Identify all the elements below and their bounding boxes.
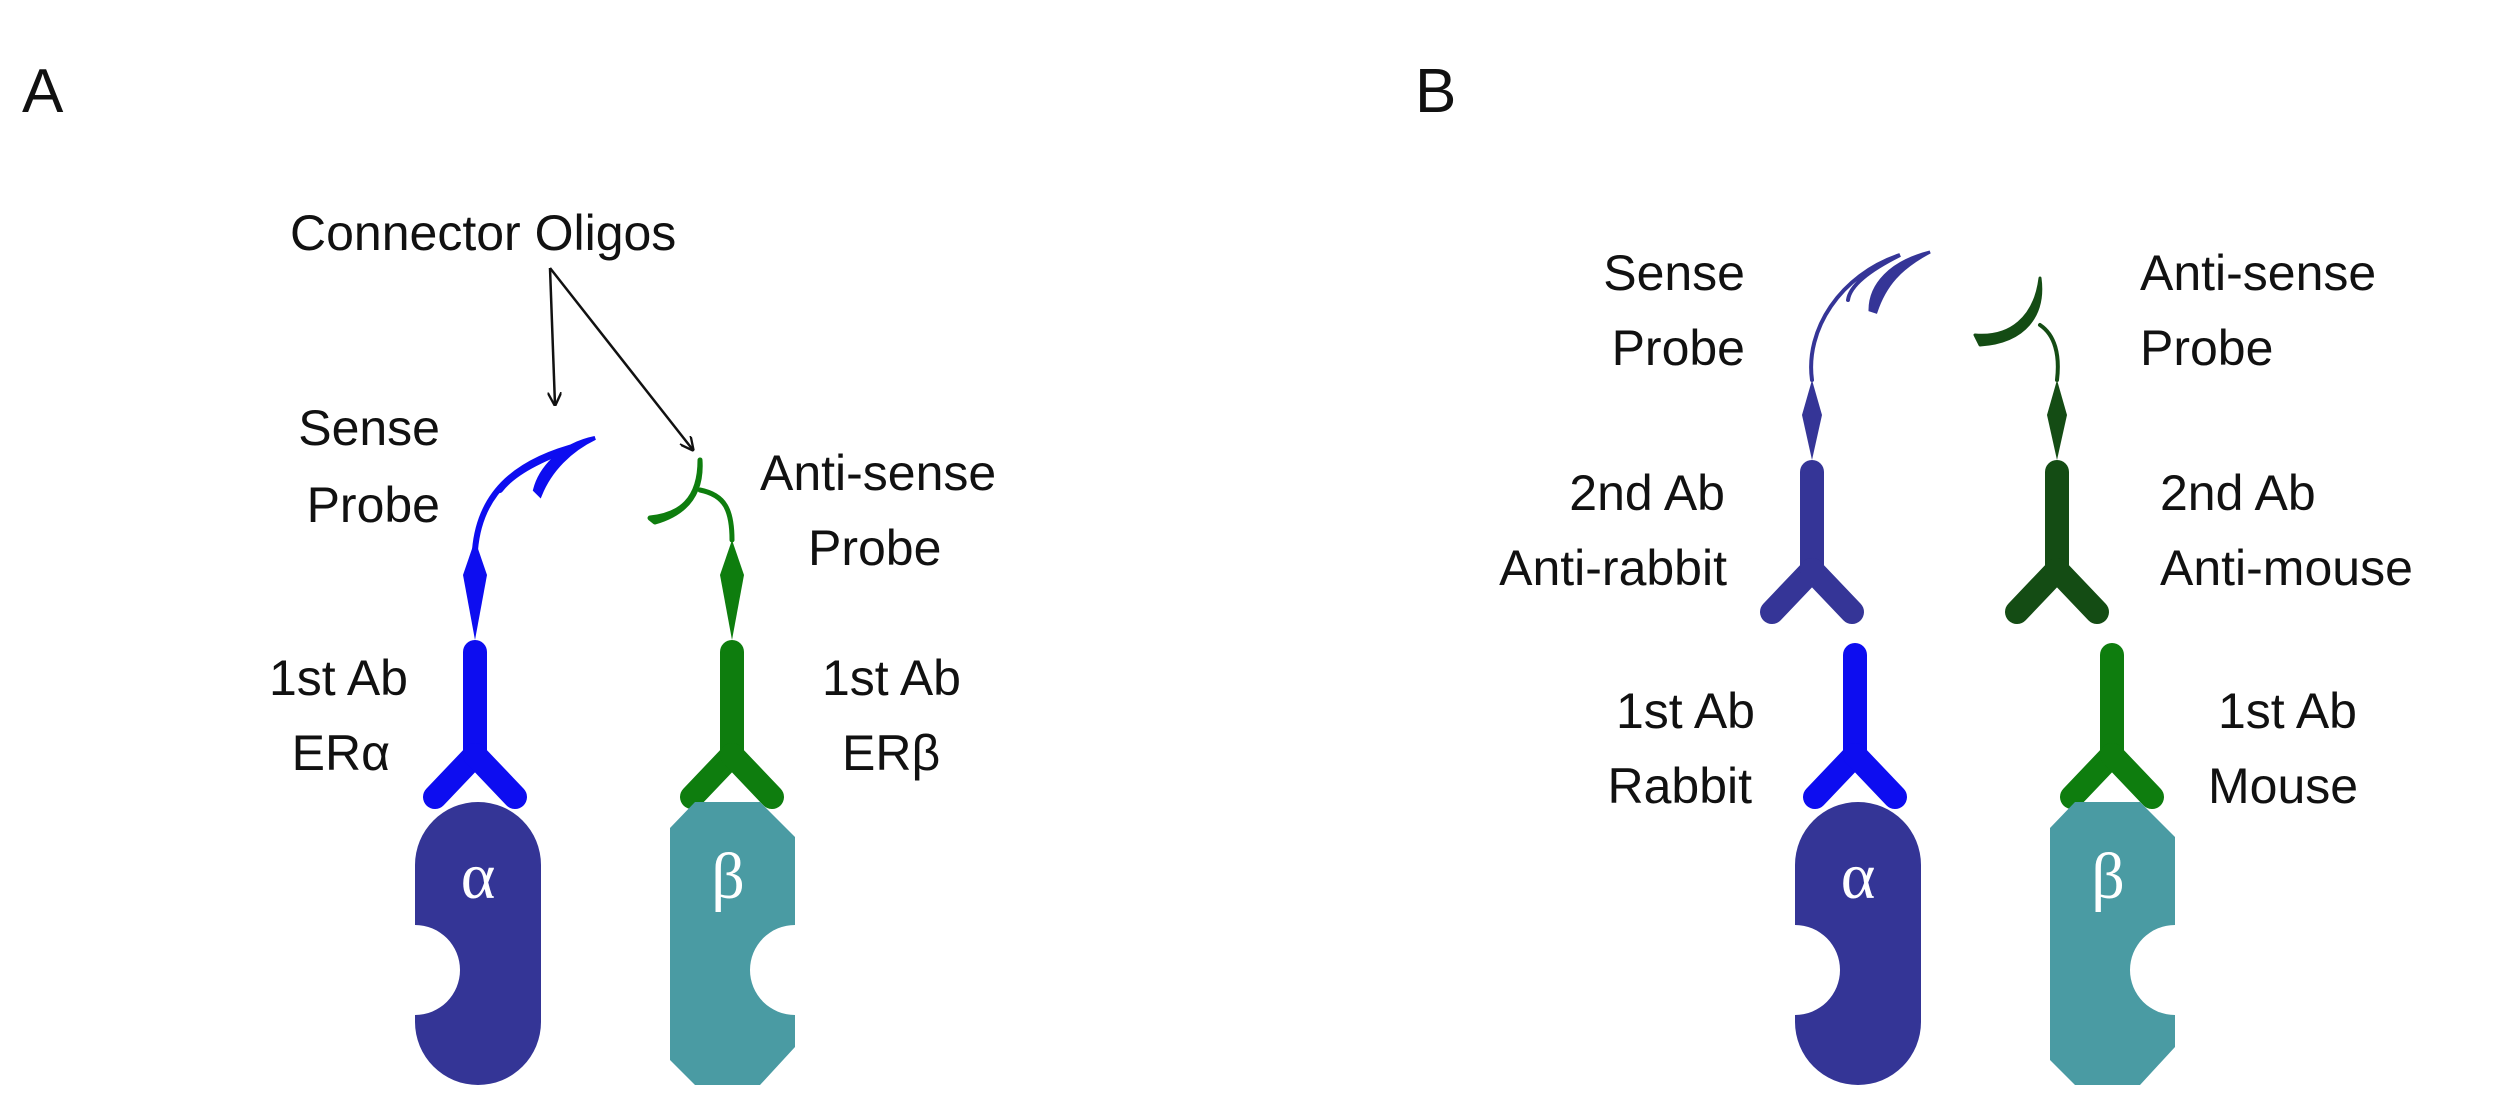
connector-oligo-sense-b — [1868, 250, 1931, 314]
er-beta-protein-a: β — [670, 802, 795, 1085]
connector-oligo-antisense — [647, 457, 703, 525]
panel-a: A Connector Oligos Sense Probe Anti-sens… — [22, 57, 996, 1085]
alpha-symbol-b: α — [1841, 840, 1876, 913]
first-ab-mouse-label-line1: 1st Ab — [2218, 683, 2357, 739]
second-ab-rabbit-label-line1: 2nd Ab — [1569, 465, 1725, 521]
er-alpha-protein-a: α — [415, 802, 541, 1085]
antisense-probe-linker — [720, 540, 744, 640]
sense-probe-label-line1: Sense — [298, 400, 440, 456]
antisense-oligo-strand-b — [2038, 323, 2060, 382]
sense-probe-b-linker — [1802, 380, 1822, 460]
sense-probe-linker — [463, 540, 487, 640]
sense-probe-b-label-line1: Sense — [1603, 245, 1745, 301]
connector-oligo-sense — [532, 436, 596, 499]
sense-probe-a — [463, 436, 596, 640]
first-ab-mouse-label-line2: Mouse — [2208, 758, 2358, 814]
first-ab-beta-a — [680, 640, 784, 809]
first-ab-alpha-label-line2: ERα — [292, 725, 390, 781]
panel-a-letter: A — [22, 57, 64, 126]
first-ab-mouse — [2060, 643, 2164, 809]
antisense-probe-label-line2: Probe — [808, 520, 941, 576]
first-ab-rabbit-label-line2: Rabbit — [1607, 758, 1752, 814]
antisense-oligo-strand — [697, 487, 735, 543]
connector-arrow-antisense — [549, 267, 693, 450]
antisense-probe-b — [1973, 276, 2067, 460]
first-ab-beta-label-line2: ERβ — [842, 725, 940, 781]
panel-b: B Sense Probe Anti-sense Probe 2nd Ab An… — [1415, 57, 2413, 1085]
connector-oligo-antisense-b — [1973, 276, 2043, 347]
panel-b-letter: B — [1415, 57, 1456, 126]
antisense-probe-label-line1: Anti-sense — [760, 445, 996, 501]
second-ab-anti-rabbit — [1760, 460, 1864, 624]
antisense-probe-a — [647, 457, 744, 640]
connector-oligos-label: Connector Oligos — [290, 205, 676, 261]
first-ab-rabbit-label-line1: 1st Ab — [1616, 683, 1755, 739]
sense-probe-label-line2: Probe — [307, 477, 440, 533]
second-ab-anti-mouse — [2005, 460, 2109, 624]
er-alpha-protein-b: α — [1795, 802, 1921, 1085]
er-beta-protein-b: β — [2050, 802, 2175, 1085]
beta-symbol-b: β — [2091, 840, 2125, 913]
antisense-probe-b-label-line1: Anti-sense — [2140, 245, 2376, 301]
antisense-probe-b-linker — [2047, 380, 2067, 460]
second-ab-rabbit-label-line2: Anti-rabbit — [1499, 540, 1727, 596]
first-ab-rabbit — [1803, 643, 1907, 809]
connector-arrow-sense — [550, 267, 555, 405]
sense-probe-b-label-line2: Probe — [1612, 320, 1745, 376]
first-ab-alpha-a — [423, 640, 527, 809]
first-ab-beta-label-line1: 1st Ab — [822, 650, 961, 706]
sense-oligo-strand-b — [1809, 253, 1901, 382]
first-ab-alpha-label-line1: 1st Ab — [269, 650, 408, 706]
sense-probe-b — [1802, 250, 1931, 460]
alpha-symbol: α — [461, 840, 496, 913]
second-ab-mouse-label-line1: 2nd Ab — [2160, 465, 2316, 521]
antisense-probe-b-label-line2: Probe — [2140, 320, 2273, 376]
beta-symbol: β — [711, 840, 745, 913]
second-ab-mouse-label-line2: Anti-mouse — [2160, 540, 2413, 596]
